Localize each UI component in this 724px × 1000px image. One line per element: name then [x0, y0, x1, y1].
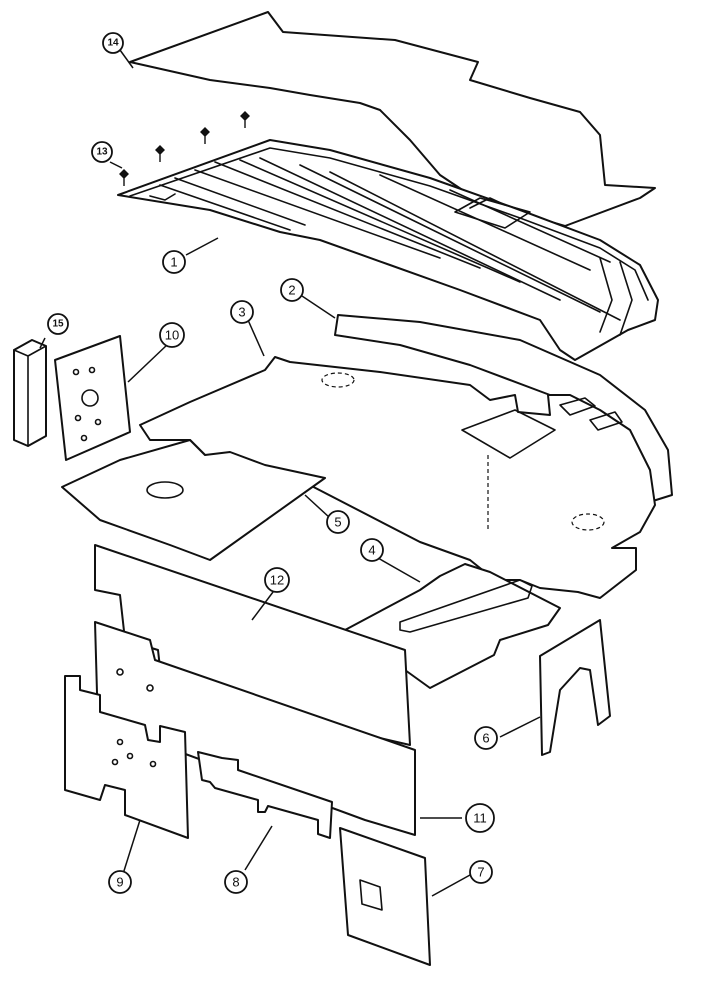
callout-15: 15: [47, 313, 69, 335]
svg-text:15: 15: [52, 319, 64, 330]
part-9-plate: [64, 675, 189, 839]
svg-text:12: 12: [270, 573, 284, 588]
svg-text:5: 5: [334, 515, 341, 530]
part-7-panel: [339, 827, 431, 966]
callout-9: 9: [108, 870, 132, 894]
callout-5: 5: [326, 510, 350, 534]
callout-3: 3: [230, 300, 254, 324]
svg-text:9: 9: [116, 875, 123, 890]
part-1-floor-pan: [117, 139, 659, 361]
callout-8: 8: [224, 870, 248, 894]
svg-text:13: 13: [96, 147, 108, 158]
callout-12: 12: [264, 567, 290, 593]
svg-text:2: 2: [288, 283, 295, 298]
svg-text:11: 11: [473, 811, 487, 826]
callout-11: 11: [465, 803, 495, 833]
svg-text:14: 14: [107, 38, 119, 49]
part-14-mat: [129, 11, 656, 227]
callout-4: 4: [360, 538, 384, 562]
part-6-bracket: [539, 619, 611, 756]
part-3-floor-mat: [139, 356, 656, 599]
leader-lines: [39, 49, 541, 897]
callout-14: 14: [102, 32, 124, 54]
callout-7: 7: [469, 860, 493, 884]
svg-text:4: 4: [368, 543, 375, 558]
callout-1: 1: [162, 250, 186, 274]
part-15-block: [13, 339, 47, 447]
svg-text:7: 7: [477, 865, 484, 880]
callout-6: 6: [474, 726, 498, 750]
svg-text:6: 6: [482, 731, 489, 746]
part-13-screws: [119, 111, 250, 186]
callout-10: 10: [159, 322, 185, 348]
callout-2: 2: [280, 278, 304, 302]
svg-text:10: 10: [165, 328, 179, 343]
svg-text:8: 8: [232, 875, 239, 890]
part-12-panel: [94, 544, 411, 746]
part-10-pad: [54, 335, 131, 461]
part-5-mat: [61, 439, 326, 561]
callout-13: 13: [91, 141, 113, 163]
svg-text:3: 3: [238, 305, 245, 320]
part-8-strip: [197, 751, 333, 839]
svg-text:1: 1: [170, 255, 177, 270]
